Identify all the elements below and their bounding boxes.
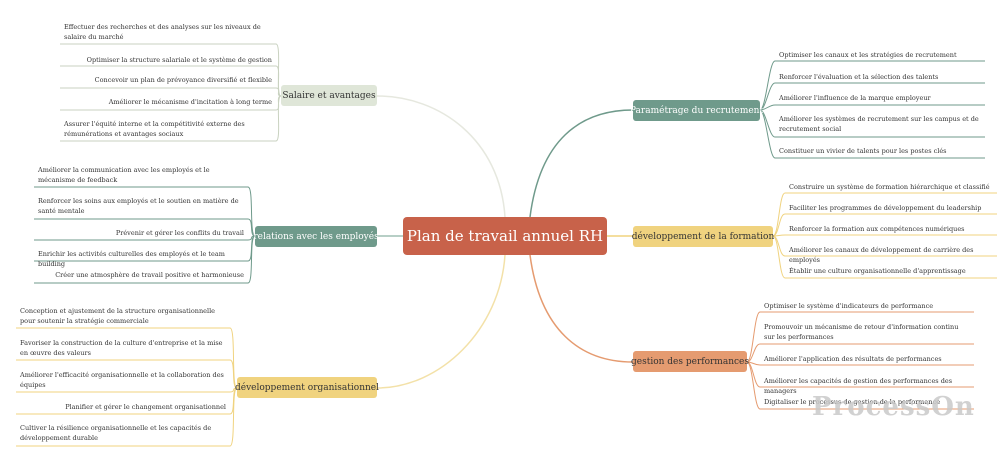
- form-connector-4: [772, 235, 786, 257]
- link-root-organisationnel: [376, 254, 506, 389]
- processon-watermark: ProcessOn: [812, 392, 975, 422]
- leaf-perf-5[interactable]: Digitaliser le processus de gestion de l…: [764, 398, 941, 406]
- relations-connector-5: [247, 235, 256, 284]
- leaf-relations-1[interactable]: Améliorer la communication avec les empl…: [38, 166, 210, 184]
- leaf-salaire-3[interactable]: Concevoir un plan de prévoyance diversif…: [94, 76, 272, 84]
- leaf-salaire-1[interactable]: Effectuer des recherches et des analyses…: [64, 23, 261, 41]
- link-root-recrutement: [529, 109, 634, 218]
- link-root-performances: [529, 254, 634, 363]
- branch-relations-employes[interactable]: relations avec les employés: [253, 226, 379, 247]
- leaf-salaire-2[interactable]: Optimiser la structure salariale et le s…: [86, 56, 272, 64]
- leaf-org-3[interactable]: Améliorer l'efficacité organisationnelle…: [20, 371, 224, 389]
- branch-developpement-organisationnel[interactable]: développement organisationnel: [235, 377, 379, 398]
- form-connector-5: [772, 235, 786, 279]
- branch-gestion-performances[interactable]: gestion des performances: [631, 351, 749, 372]
- leaf-form-4[interactable]: Améliorer les canaux de développement de…: [789, 246, 974, 264]
- root-node[interactable]: Plan de travail annuel RH: [403, 217, 607, 255]
- leaf-perf-1[interactable]: Optimiser le système d'indicateurs de pe…: [764, 302, 934, 310]
- perf-connector-1: [746, 311, 761, 363]
- recr-connector-5: [759, 109, 776, 159]
- leaf-org-5[interactable]: Cultiver la résilience organisationnelle…: [20, 424, 212, 442]
- leaf-recr-3[interactable]: Améliorer l'influence de la marque emplo…: [779, 94, 931, 102]
- relations-connector-1: [247, 186, 256, 237]
- recr-connector-1: [759, 60, 776, 111]
- form-connector-1: [772, 192, 786, 237]
- leaf-relations-2[interactable]: Renforcer les soins aux employés et le s…: [38, 197, 239, 215]
- org-connector-5: [229, 387, 238, 447]
- leaf-relations-3[interactable]: Prévenir et gérer les conflits du travai…: [115, 229, 244, 237]
- leaf-form-1[interactable]: Construire un système de formation hiéra…: [789, 183, 990, 191]
- leaf-recr-5[interactable]: Constituer un vivier de talents pour les…: [779, 147, 947, 155]
- leaf-recr-2[interactable]: Renforcer l'évaluation et la sélection d…: [779, 73, 939, 81]
- leaf-perf-4[interactable]: Améliorer les capacités de gestion des p…: [764, 377, 953, 395]
- branch-developpement-formation[interactable]: développement de la formation: [632, 226, 774, 247]
- leaf-recr-4[interactable]: Améliorer les systèmes de recrutement su…: [779, 115, 979, 133]
- perf-connector-5: [746, 361, 761, 410]
- leaf-form-3[interactable]: Renforcer la formation aux compétences n…: [789, 225, 965, 233]
- leaf-form-5[interactable]: Établir une culture organisationnelle d'…: [789, 267, 966, 275]
- leaf-org-1[interactable]: Conception et ajustement de la structure…: [20, 307, 216, 325]
- leaf-salaire-4[interactable]: Améliorer le mécanisme d'incitation à lo…: [108, 98, 272, 106]
- leaf-relations-5[interactable]: Créer une atmosphère de travail positive…: [55, 271, 244, 279]
- org-connector-1: [229, 327, 238, 389]
- leaf-org-4[interactable]: Planifier et gérer le changement organis…: [65, 403, 226, 411]
- leaf-relations-4[interactable]: Enrichir les activités culturelles des e…: [38, 250, 225, 268]
- leaf-perf-3[interactable]: Améliorer l'application des résultats de…: [764, 355, 942, 363]
- form-connector-2: [772, 213, 786, 237]
- link-root-salaire: [376, 95, 506, 218]
- leaf-org-2[interactable]: Favoriser la construction de la culture …: [20, 339, 223, 357]
- branch-parametrage-recrutement[interactable]: Paramétrage du recrutement: [630, 100, 763, 121]
- form-connector-3: [772, 234, 786, 237]
- leaf-recr-1[interactable]: Optimiser les canaux et les stratégies d…: [779, 51, 957, 59]
- leaf-salaire-5[interactable]: Assurer l'équité interne et la compétiti…: [64, 120, 245, 138]
- leaf-form-2[interactable]: Faciliter les programmes de développemen…: [789, 204, 982, 212]
- branch-salaire-et-avantages[interactable]: Salaire et avantages: [281, 85, 377, 106]
- leaf-perf-2[interactable]: Promouvoir un mécanisme de retour d'info…: [764, 323, 959, 341]
